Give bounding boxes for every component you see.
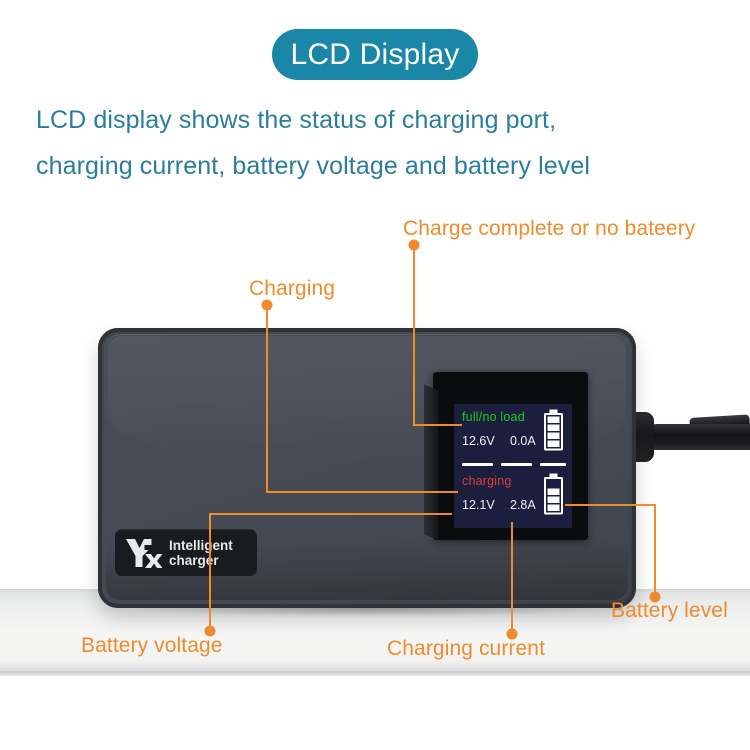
battery-level-icon-port-2 bbox=[544, 473, 563, 515]
brand-badge: Intelligent charger bbox=[115, 529, 257, 576]
lcd-current-port-1: 0.0A bbox=[510, 434, 536, 448]
lcd-row-port-2: charging 12.1V 2.8A bbox=[454, 470, 572, 526]
yx-logo-icon bbox=[126, 538, 162, 568]
leader-dot-charging bbox=[261, 299, 273, 311]
annotation-charge-complete: Charge complete or no bateery bbox=[403, 217, 696, 240]
annotation-charging: Charging bbox=[249, 277, 336, 300]
lcd-row-divider bbox=[454, 462, 572, 468]
lcd-screen: full/no load 12.6V 0.0A bbox=[454, 404, 572, 528]
lcd-bezel-side bbox=[424, 384, 438, 540]
brand-line-2: charger bbox=[169, 552, 219, 568]
annotation-battery-level: Battery level bbox=[611, 599, 728, 622]
brand-text: Intelligent charger bbox=[169, 538, 233, 568]
lcd-voltage-port-1: 12.6V bbox=[462, 434, 495, 448]
lcd-status-port-1: full/no load bbox=[462, 410, 525, 424]
lcd-current-port-2: 2.8A bbox=[510, 498, 536, 512]
lcd-divider-dash-2 bbox=[501, 463, 532, 466]
annotation-charging-current: Charging current bbox=[387, 637, 546, 660]
leader-dot-charge-complete bbox=[408, 239, 420, 251]
table-surface-edge bbox=[0, 671, 750, 676]
lcd-voltage-port-2: 12.1V bbox=[462, 498, 495, 512]
lcd-status-port-2: charging bbox=[462, 474, 512, 488]
annotation-battery-voltage: Battery voltage bbox=[81, 634, 223, 657]
battery-level-icon-port-1 bbox=[544, 409, 563, 451]
lcd-bezel: full/no load 12.6V 0.0A bbox=[424, 372, 588, 540]
description-line-2: charging current, battery voltage and ba… bbox=[36, 152, 591, 180]
brand-line-1: Intelligent bbox=[169, 537, 233, 553]
lcd-divider-dash-1 bbox=[462, 463, 493, 466]
page-title: LCD Display bbox=[290, 37, 460, 71]
description-line-1: LCD display shows the status of charging… bbox=[36, 106, 557, 134]
lcd-divider-dash-3 bbox=[540, 463, 566, 466]
page-title-pill: LCD Display bbox=[272, 29, 478, 80]
lcd-row-port-1: full/no load 12.6V 0.0A bbox=[454, 406, 572, 462]
power-cable bbox=[650, 424, 750, 450]
